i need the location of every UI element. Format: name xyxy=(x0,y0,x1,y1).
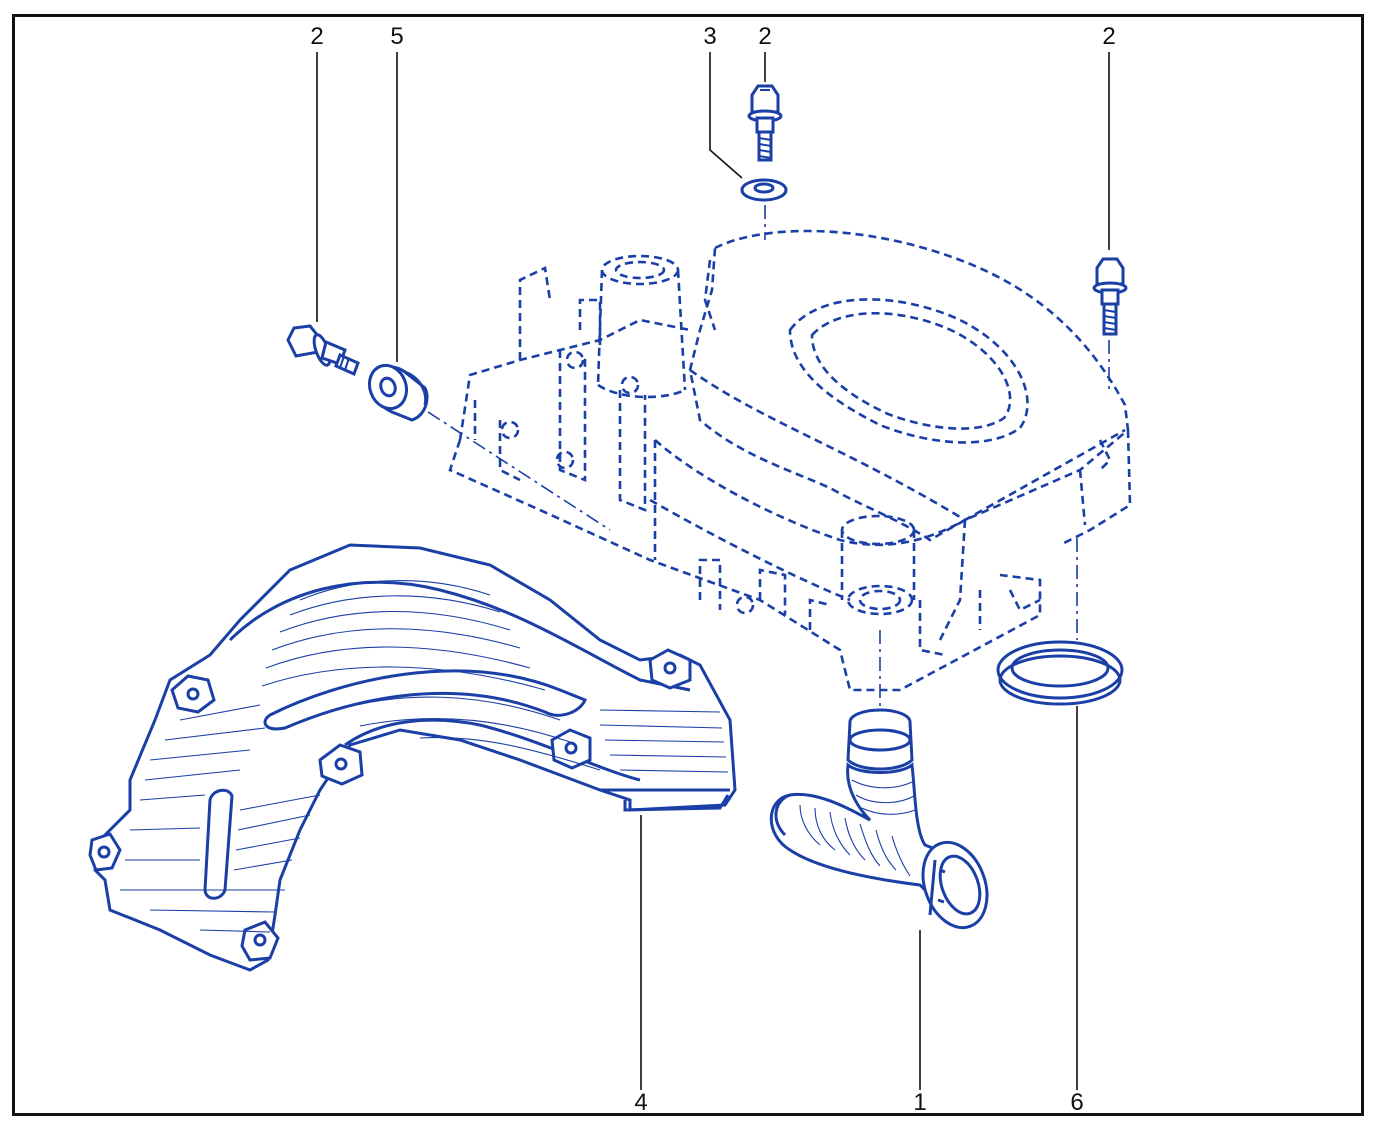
callout-bolt-upper-left: 2 xyxy=(310,23,323,50)
leader-washer xyxy=(709,52,743,179)
callout-bolt-upper-right: 2 xyxy=(1102,23,1115,50)
callout-grommet: 5 xyxy=(390,23,403,50)
air-filter-housing xyxy=(448,229,1132,692)
grommet xyxy=(367,363,429,422)
washer xyxy=(740,178,788,202)
drawing-frame xyxy=(12,14,1364,1116)
hose xyxy=(769,708,989,930)
air-duct xyxy=(88,543,737,972)
callout-bolt-top-center: 2 xyxy=(758,23,771,50)
callout-air-duct: 4 xyxy=(634,1089,647,1116)
callout-washer: 3 xyxy=(703,23,716,50)
air-duct-hatching xyxy=(120,580,729,933)
seal-ring xyxy=(996,640,1124,706)
bolt-top-center xyxy=(747,84,783,162)
bolt-upper-right xyxy=(1092,257,1128,336)
callout-hose: 1 xyxy=(913,1089,926,1116)
leader-lines xyxy=(316,52,1110,1090)
callout-seal-ring: 6 xyxy=(1070,1089,1083,1116)
bolt-upper-left xyxy=(286,324,360,377)
